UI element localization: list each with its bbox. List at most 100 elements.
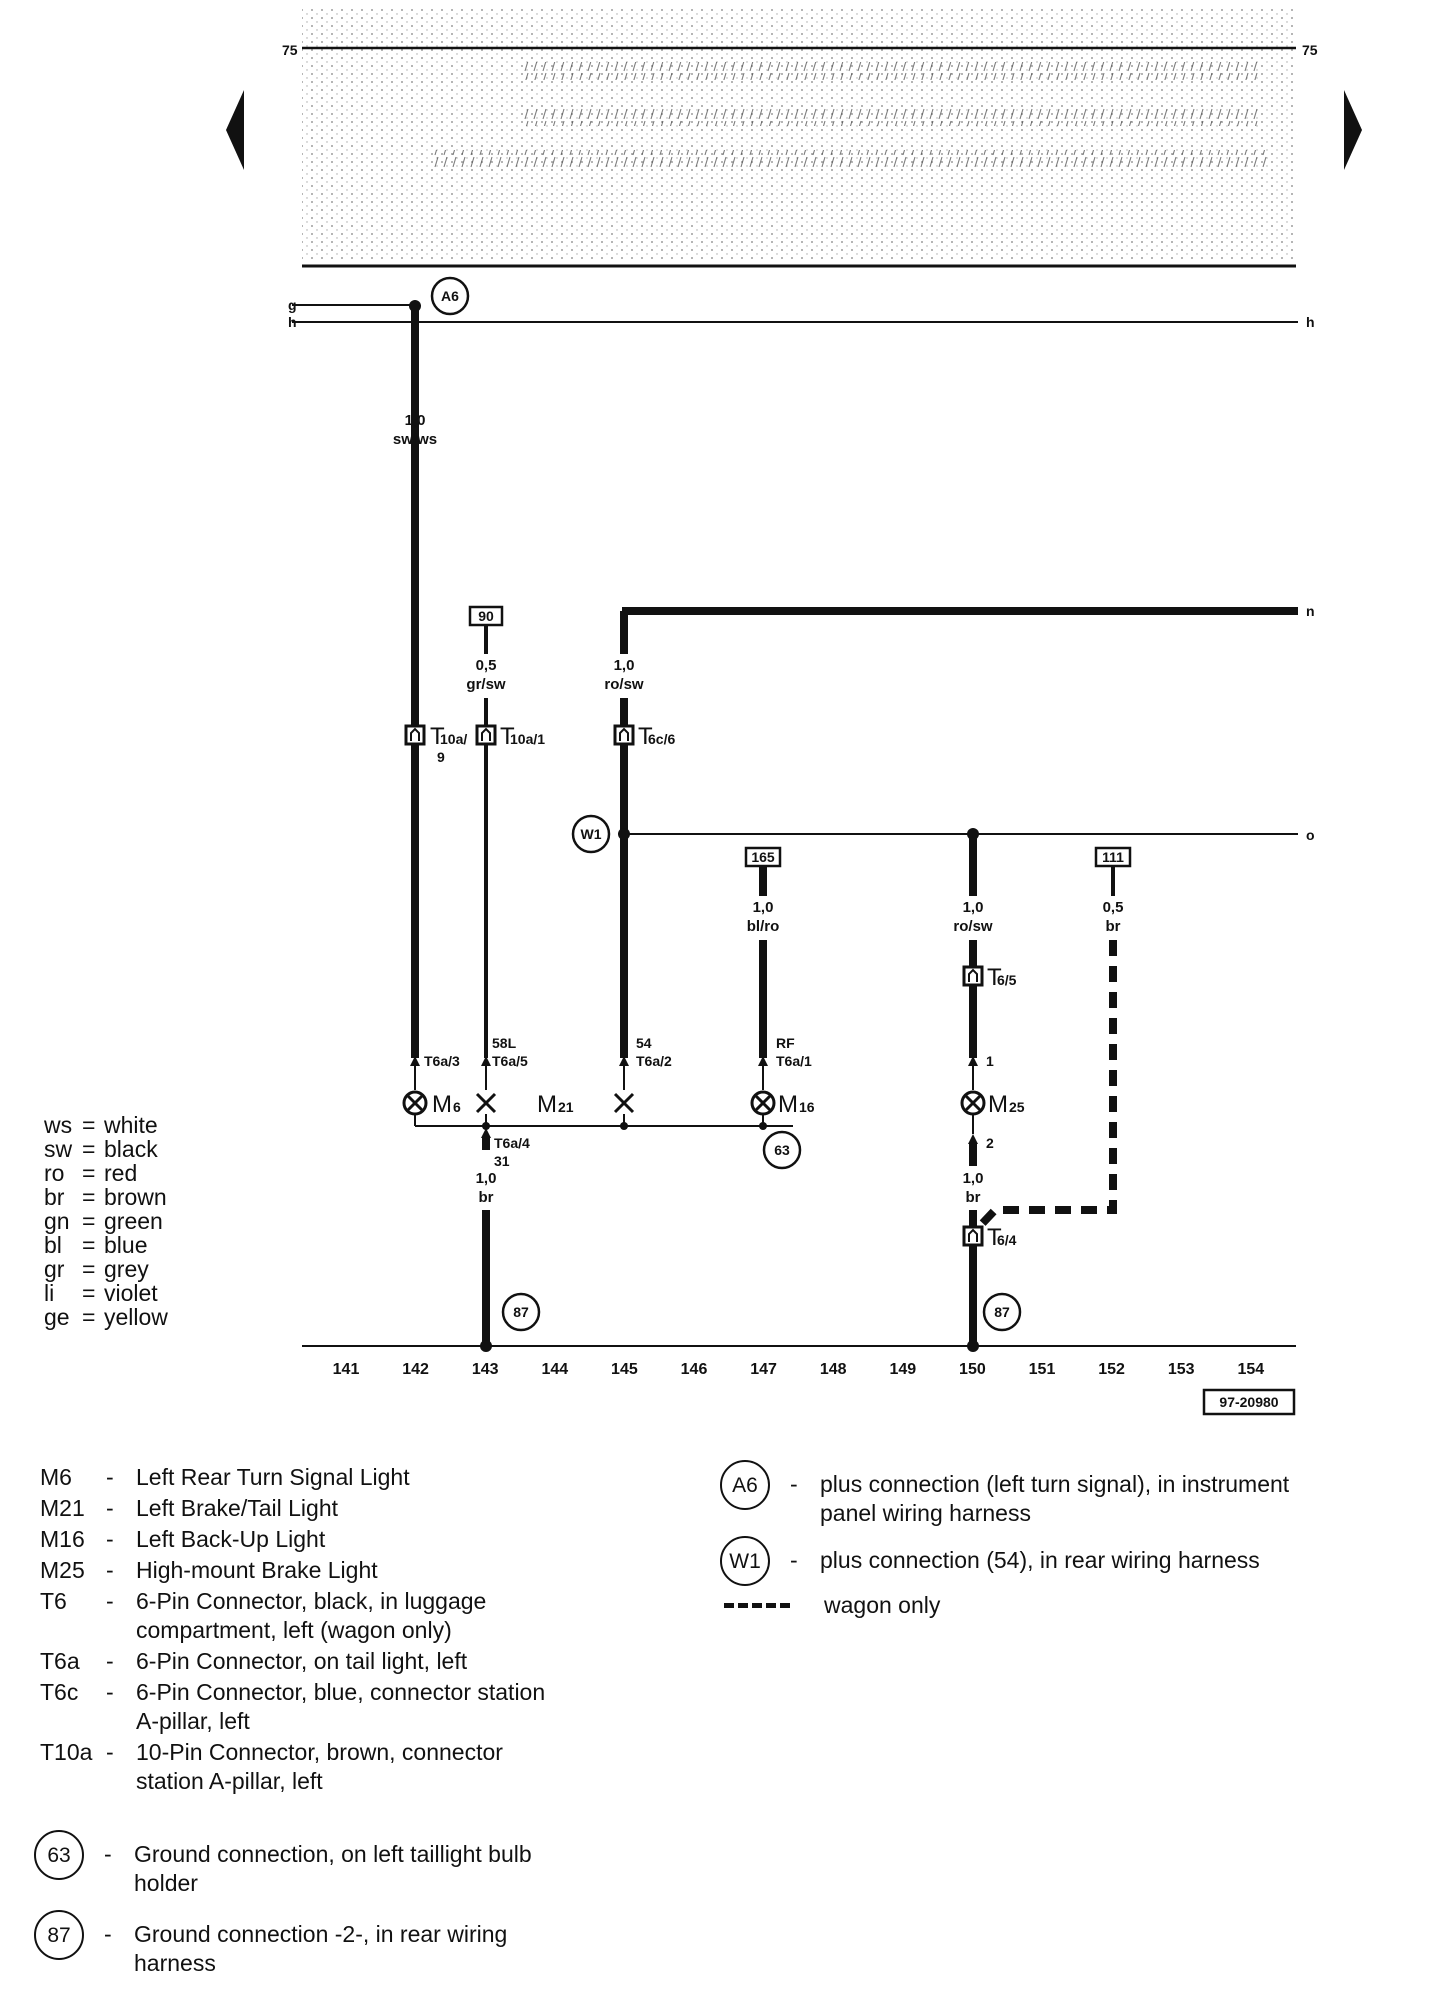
- pin-t6a1-label: T6a/1: [776, 1053, 812, 1069]
- dashed-line-symbol: [724, 1603, 790, 1608]
- legend-row: W1-plus connection (54), in rear wiring …: [720, 1536, 1350, 1586]
- component-m6-sub: 6: [453, 1099, 461, 1115]
- component-m16-sub: 16: [799, 1099, 815, 1115]
- equals-sign: =: [82, 1160, 96, 1186]
- svg-text:T: T: [987, 1224, 1002, 1251]
- wire-sw-ws-size: 1,0: [405, 412, 426, 429]
- color-code: li: [44, 1280, 55, 1306]
- legend-dash: -: [106, 1739, 114, 1765]
- pin-t6a5-label: T6a/5: [492, 1053, 528, 1069]
- junction-w1: [618, 828, 630, 840]
- previous-page-arrow-icon[interactable]: [226, 90, 244, 170]
- bus-o-label: o: [1306, 827, 1315, 843]
- legend-description: Left Brake/Tail Light: [136, 1495, 339, 1521]
- wagon-only-legend: wagon only: [724, 1591, 1354, 1620]
- wiring-diagram: 75 75 g h h n o A6 1,0 sw/ws T 10a/ 9 T6…: [226, 8, 1362, 1416]
- wire-gr-sw-size: 0,5: [476, 657, 497, 674]
- equals-sign: =: [82, 1304, 96, 1330]
- legend-code: M25: [40, 1557, 85, 1583]
- connection-w1-label: W1: [581, 826, 602, 842]
- equals-sign: =: [82, 1112, 96, 1138]
- bus-h-right-label: h: [1306, 314, 1315, 330]
- previous-page-region: [302, 8, 1296, 268]
- legend-description: 6-Pin Connector, on tail light, left: [136, 1648, 468, 1674]
- legend-code: T6a: [40, 1648, 80, 1674]
- component-m25-letter: M: [988, 1091, 1008, 1118]
- legend-description: Ground connection -2-, in rear wiring ha…: [134, 1921, 508, 1976]
- legend-dash: -: [106, 1526, 114, 1552]
- wagon-only-text: wagon only: [824, 1592, 941, 1618]
- color-code: sw: [44, 1136, 73, 1162]
- wire-bl-ro-size: 1,0: [753, 899, 774, 916]
- bus-g-label: g: [288, 297, 297, 313]
- legend-description: 10-Pin Connector, brown, connector stati…: [136, 1739, 503, 1794]
- legend-row: T10a-10-Pin Connector, brown, connector …: [40, 1738, 566, 1796]
- legend-description: Ground connection, on left taillight bul…: [134, 1841, 532, 1896]
- legend-dash: -: [106, 1464, 114, 1490]
- legend-row: T6c-6-Pin Connector, blue, connector sta…: [40, 1678, 566, 1736]
- pin-arrow-t6a5: [481, 1056, 491, 1066]
- figure-number: 97-20980: [1219, 1394, 1278, 1410]
- wire-br-dashed-color: br: [1106, 918, 1121, 935]
- column-number: 147: [750, 1361, 777, 1378]
- legend-dash: -: [106, 1648, 114, 1674]
- equals-sign: =: [82, 1136, 96, 1162]
- color-code: gn: [44, 1208, 70, 1234]
- lamp-m6-icon: [402, 1090, 428, 1116]
- legend-code: T6: [40, 1588, 67, 1614]
- ref-box-165-label: 165: [751, 849, 775, 865]
- color-key-row: gr=grey: [44, 1257, 168, 1281]
- equals-sign: =: [82, 1208, 96, 1234]
- wire-gr-sw-color: gr/sw: [466, 676, 506, 693]
- legend-description: 6-Pin Connector, blue, connector station…: [136, 1679, 546, 1734]
- column-number: 144: [541, 1361, 568, 1378]
- legend-circle-code: 87: [34, 1910, 84, 1960]
- connector-t10a-9-pin-line2: 9: [437, 749, 445, 765]
- legend-code: M16: [40, 1526, 85, 1552]
- column-number: 148: [820, 1361, 847, 1378]
- wire-br-2-color: br: [966, 1189, 981, 1206]
- equals-sign: =: [82, 1184, 96, 1210]
- ground-legend: 63-Ground connection, on left taillight …: [34, 1830, 564, 1990]
- legend-circle-code: 63: [34, 1830, 84, 1880]
- color-code: ws: [44, 1112, 73, 1138]
- pin-t6a1-function: RF: [776, 1035, 795, 1051]
- color-key-row: ro=red: [44, 1161, 168, 1185]
- connector-t10a-1-pin: 10a/1: [510, 731, 545, 747]
- column-number: 142: [402, 1361, 429, 1378]
- legend-row: T6-6-Pin Connector, black, in luggage co…: [40, 1587, 566, 1645]
- legend-code: M6: [40, 1464, 72, 1490]
- connection-a6-label: A6: [441, 288, 459, 304]
- component-m21-letter: M: [537, 1091, 557, 1118]
- connector-t6-4: [962, 1225, 984, 1247]
- connector-t10a-9-prefix: T: [430, 723, 445, 750]
- legend-row: M6 -Left Rear Turn Signal Light: [40, 1463, 566, 1492]
- connector-t6-5: [962, 965, 984, 987]
- wire-ro-sw-size: 1,0: [614, 657, 635, 674]
- legend-description: High-mount Brake Light: [136, 1557, 378, 1583]
- legend-row: M25-High-mount Brake Light: [40, 1556, 566, 1585]
- legend-dash: -: [104, 1841, 112, 1867]
- next-page-arrow-icon[interactable]: [1344, 90, 1362, 170]
- connector-t6c-6: [613, 724, 635, 746]
- color-code: ro: [44, 1160, 65, 1186]
- color-key-row: gn=green: [44, 1209, 168, 1233]
- column-number: 146: [681, 1361, 708, 1378]
- legend-dash: -: [790, 1547, 798, 1573]
- component-m6-letter: M: [432, 1091, 452, 1118]
- color-name: brown: [104, 1184, 167, 1210]
- legend-code: T6c: [40, 1679, 79, 1705]
- ground-63-circle: [762, 1130, 802, 1170]
- legend-description: Left Rear Turn Signal Light: [136, 1464, 410, 1490]
- column-number: 152: [1098, 1361, 1125, 1378]
- bus-75-left-label: 75: [282, 42, 298, 58]
- color-code: ge: [44, 1304, 70, 1330]
- color-name: grey: [104, 1256, 149, 1282]
- pin-t6a2-function: 54: [636, 1035, 652, 1051]
- connection-a6-circle: [430, 276, 470, 316]
- ground-87-label-b: 87: [994, 1304, 1010, 1320]
- wire-br-dashed-size: 0,5: [1103, 899, 1124, 916]
- wire-br-2-size: 1,0: [963, 1170, 984, 1187]
- ground-63-label: 63: [774, 1142, 790, 1158]
